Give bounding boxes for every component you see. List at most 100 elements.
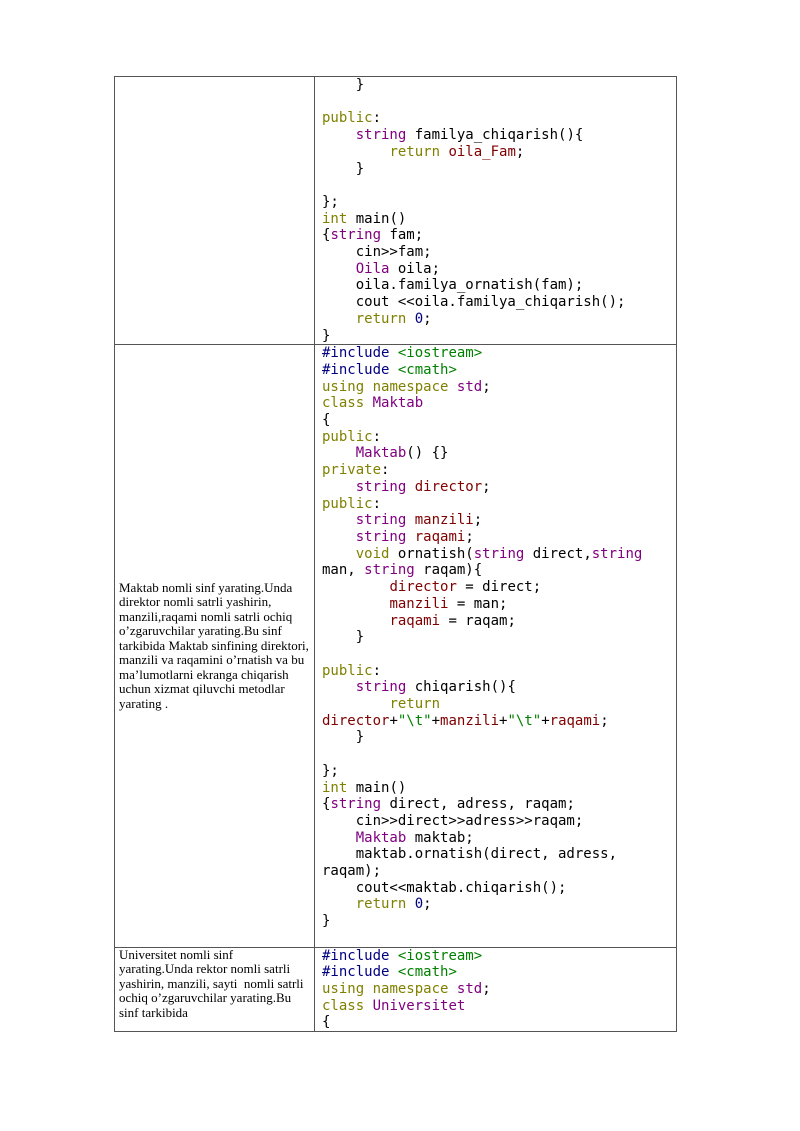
code-token: string xyxy=(330,227,382,244)
code-token: manzili xyxy=(414,512,474,529)
code-token: std xyxy=(456,980,483,997)
table-row: Universitet nomli sinf yarating.Unda rek… xyxy=(114,946,677,1033)
code-token: public xyxy=(322,110,373,127)
code-token: = raqam; xyxy=(440,612,516,629)
code-line: using namespace std; xyxy=(322,981,491,997)
code-line: string familya_chiqarish(){ xyxy=(322,127,584,144)
code-token: ornatish( xyxy=(389,545,474,562)
code-line: director+"\t"+manzili+"\t"+raqami; xyxy=(322,713,609,729)
code-token xyxy=(322,596,389,612)
code-token xyxy=(364,395,372,411)
code-token: { xyxy=(322,412,331,429)
code-line: cout<<maktab.chiqarish(); xyxy=(322,880,567,896)
code-line: } xyxy=(322,629,364,645)
code-line: oila.familya_ornatish(fam); xyxy=(322,277,584,293)
code-token: "\t" xyxy=(397,712,432,729)
code-line: Oila oila; xyxy=(322,261,440,277)
code-token: Maktab xyxy=(372,395,424,412)
code-token: public xyxy=(322,495,373,512)
code-token: string xyxy=(355,679,407,696)
code-token: ; xyxy=(482,378,491,395)
code-line: class Universitet xyxy=(322,998,465,1014)
code-token: #include xyxy=(322,345,390,362)
code-token: maktab; xyxy=(406,829,474,846)
code-token xyxy=(389,362,397,378)
code-token: ; xyxy=(482,980,491,997)
code-token: class xyxy=(322,395,365,412)
code-token: : xyxy=(381,462,390,479)
code-token: raqam){ xyxy=(414,562,483,579)
code-token: string xyxy=(330,796,382,813)
code-token xyxy=(322,445,356,461)
code-token: }; xyxy=(322,762,339,779)
code-line: public: xyxy=(322,496,381,512)
code-token xyxy=(364,998,372,1014)
code-token: director xyxy=(389,579,457,596)
code-token: fam; xyxy=(381,227,424,244)
code-token: cout <<oila.familya_chiqarish(); xyxy=(322,294,626,311)
code-token: raqam); xyxy=(322,863,382,880)
code-token: string xyxy=(355,127,407,144)
code-token: public xyxy=(322,428,373,445)
code-token: Maktab xyxy=(355,829,407,846)
code-line: class Maktab xyxy=(322,395,423,411)
code-line: #include <iostream> xyxy=(322,345,482,361)
code-token: raqami xyxy=(549,712,601,729)
code-line: cout <<oila.familya_chiqarish(); xyxy=(322,294,626,311)
exercise-table: } public: string familya_chiqarish(){ re… xyxy=(114,75,677,1033)
code-token: + xyxy=(389,712,398,729)
code-token: direct, adress, raqam; xyxy=(381,796,575,813)
code-token: Universitet xyxy=(372,997,466,1014)
code-token: return xyxy=(389,696,441,713)
code-line: public: xyxy=(322,429,381,445)
code-token: : xyxy=(372,662,382,679)
code-token: = man; xyxy=(448,595,508,612)
code-token: ; xyxy=(473,512,483,529)
code-token: maktab.ornatish(direct, adress, xyxy=(322,846,618,863)
code-token: void xyxy=(355,545,390,562)
code-token: <cmath> xyxy=(397,361,457,378)
code-token: main() xyxy=(347,779,407,796)
code-token: string xyxy=(355,478,407,495)
code-token: 0 xyxy=(414,896,424,913)
code-token: oila_Fam xyxy=(448,143,516,160)
code-line: void ornatish(string direct,string xyxy=(322,545,643,562)
code-token: 0 xyxy=(414,310,424,327)
code-token: man, xyxy=(322,562,365,579)
code-token: : xyxy=(372,428,382,445)
code-token: int xyxy=(322,779,348,796)
code-token: + xyxy=(541,712,550,729)
code-token: oila; xyxy=(389,260,441,277)
code-token: { xyxy=(322,796,331,813)
code-token xyxy=(389,345,397,361)
code-line: raqam); xyxy=(322,863,381,879)
code-line: #include <cmath> xyxy=(322,964,457,980)
code-line: return xyxy=(322,696,440,712)
description-cell: Universitet nomli sinf yarating.Unda rek… xyxy=(114,946,315,1033)
code-token: chiqarish(){ xyxy=(406,679,516,696)
code-token: public xyxy=(322,662,373,679)
code-token: } xyxy=(322,729,365,746)
code-token: return xyxy=(355,896,407,913)
code-token: ; xyxy=(465,528,474,545)
code-token: }; xyxy=(322,193,339,210)
code-token: namespace xyxy=(372,980,449,997)
code-token: ; xyxy=(423,896,432,913)
code-token: ; xyxy=(423,310,432,327)
code-token xyxy=(322,479,356,495)
code-token xyxy=(322,830,356,846)
code-line: {string direct, adress, raqam; xyxy=(322,796,575,812)
code-token xyxy=(406,896,414,912)
code-token: string xyxy=(473,545,525,562)
code-token: main() xyxy=(347,210,407,227)
code-line: }; xyxy=(322,194,339,210)
code-token: { xyxy=(322,227,331,244)
code-token: return xyxy=(355,310,407,327)
code-token xyxy=(322,127,356,143)
code-token: return xyxy=(389,143,441,160)
code-cell: #include <iostream> #include <cmath> usi… xyxy=(314,344,677,948)
code-token: #include xyxy=(322,947,390,964)
code-token: <cmath> xyxy=(397,964,457,981)
code-line: private: xyxy=(322,462,389,478)
code-token: namespace xyxy=(372,378,449,395)
